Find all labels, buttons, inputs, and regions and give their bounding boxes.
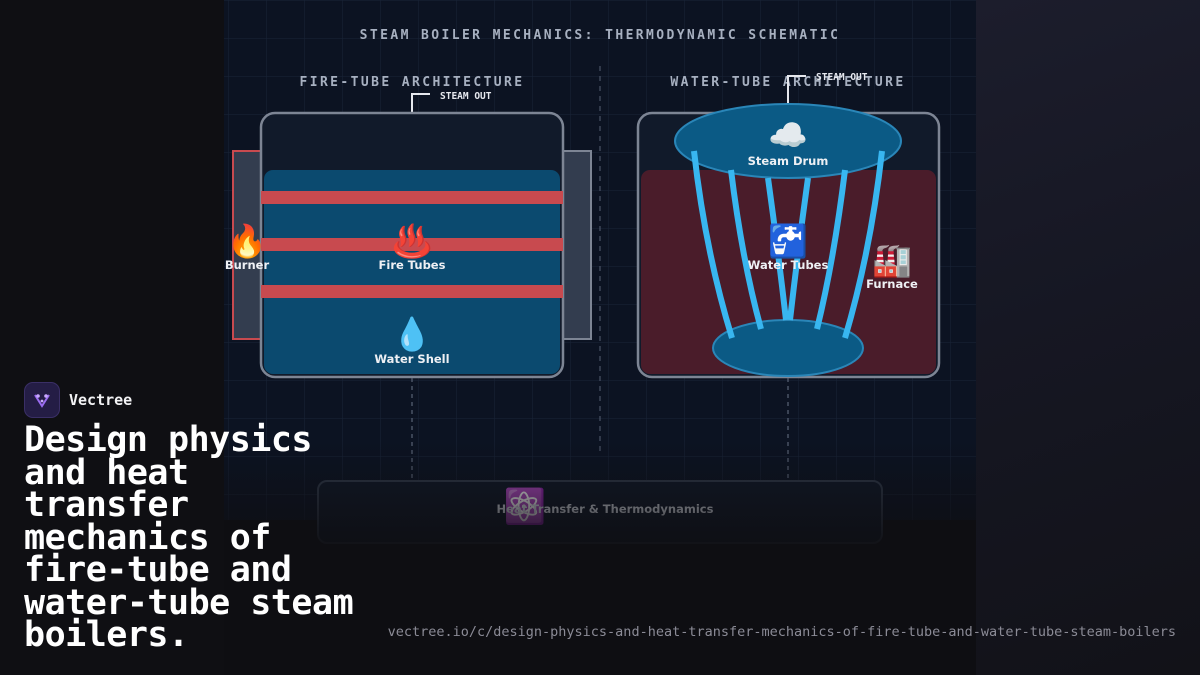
furnace-label: Furnace	[866, 277, 918, 291]
heat-transfer-label: Heat Transfer & Thermodynamics	[497, 502, 714, 516]
steam-drum	[674, 103, 902, 179]
burner-label: Burner	[225, 258, 270, 272]
water-tube	[842, 150, 885, 339]
furnace-chamber	[641, 170, 936, 374]
steam-drum-label: Steam Drum	[748, 154, 829, 168]
left-background	[0, 0, 224, 675]
water-tube	[765, 177, 789, 321]
brand-name: Vectree	[69, 391, 133, 409]
water-tubes-group	[691, 150, 885, 339]
faucet-icon: 🚰	[768, 222, 808, 260]
water-tube-heading: WATER-TUBE ARCHITECTURE	[670, 75, 905, 90]
fire-tube-steam-out-label: STEAM OUT	[440, 91, 492, 102]
water-tube	[728, 169, 764, 330]
fire-tube	[261, 238, 563, 251]
water-droplet-icon: 💧	[392, 315, 432, 353]
water-tube	[691, 150, 735, 339]
fire-tubes-label: Fire Tubes	[379, 258, 446, 272]
diagram-title: STEAM BOILER MECHANICS: THERMODYNAMIC SC…	[360, 28, 841, 43]
fire-tube	[261, 191, 563, 204]
cloud-icon: ☁️	[768, 116, 808, 154]
right-background	[976, 0, 1200, 675]
fire-tube-steam-pipe	[411, 93, 430, 113]
page-url[interactable]: vectree.io/c/design-physics-and-heat-tra…	[387, 624, 1176, 640]
fire-tube	[261, 285, 563, 298]
burner-housing	[232, 150, 262, 340]
water-tube-steam-out-label: STEAM OUT	[816, 72, 868, 83]
mud-drum	[712, 319, 864, 377]
brand: Vectree	[24, 382, 132, 418]
smokebox	[562, 150, 592, 340]
vectree-logo-icon	[24, 382, 60, 418]
fire-icon: 🔥	[227, 222, 267, 260]
hot-springs-icon: ♨️	[392, 222, 432, 260]
factory-icon: 🏭	[872, 241, 912, 279]
water-shell-label: Water Shell	[374, 352, 449, 366]
water-tube-steam-pipe	[787, 75, 806, 104]
water-tube	[787, 177, 811, 321]
headline: Design physics and heat transfer mechani…	[24, 420, 354, 655]
fire-tube-heading: FIRE-TUBE ARCHITECTURE	[300, 75, 525, 90]
water-shell-body	[264, 170, 560, 374]
water-tubes-label: Water Tubes	[748, 258, 829, 272]
water-tube	[814, 169, 848, 330]
